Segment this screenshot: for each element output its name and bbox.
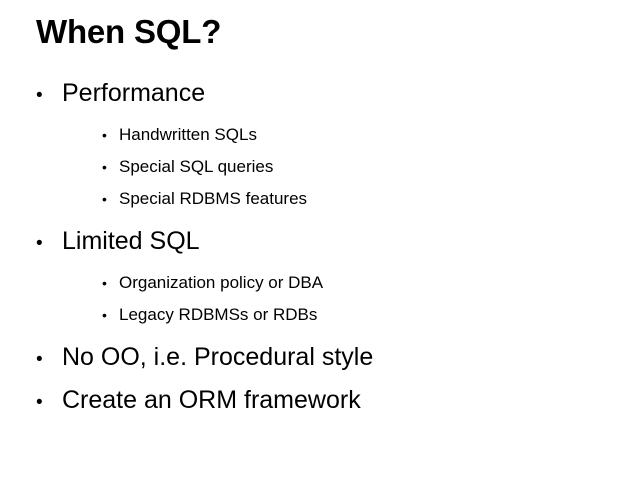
bullet-icon: • (36, 233, 43, 254)
list-item[interactable]: • Limited SQL (0, 224, 638, 261)
list-item-label: Performance (62, 79, 206, 107)
list-item[interactable]: • Organization policy or DBA (0, 267, 638, 299)
list-item[interactable]: • Special SQL queries (0, 151, 638, 183)
list-item[interactable]: • Legacy RDBMSs or RDBs (0, 299, 638, 331)
bullet-icon: • (102, 275, 107, 291)
list-item-label: Special RDBMS features (119, 189, 308, 208)
bullet-icon: • (102, 127, 107, 143)
list-item-label: Handwritten SQLs (119, 125, 257, 144)
bullet-icon: • (36, 85, 43, 106)
list-item[interactable]: • Performance (0, 76, 638, 113)
list-item-label: No OO, i.e. Procedural style (62, 343, 374, 371)
list-item-label: Legacy RDBMSs or RDBs (119, 305, 318, 324)
bullet-icon: • (102, 191, 107, 207)
list-item-label: Limited SQL (62, 227, 200, 255)
list-item[interactable]: • Handwritten SQLs (0, 119, 638, 151)
bullet-icon: • (36, 349, 43, 370)
list-item-label: Organization policy or DBA (119, 273, 324, 292)
list-item[interactable]: • Special RDBMS features (0, 183, 638, 215)
page-title: When SQL? (36, 13, 222, 50)
list-item[interactable]: • No OO, i.e. Procedural style (0, 340, 638, 377)
list-item-label: Create an ORM framework (62, 386, 361, 414)
slide-body-list: • Performance • Handwritten SQLs • Speci… (0, 76, 638, 422)
bullet-icon: • (102, 159, 107, 175)
bullet-icon: • (102, 307, 107, 323)
bullet-icon: • (36, 392, 43, 413)
list-item[interactable]: • Create an ORM framework (0, 383, 638, 420)
list-item-label: Special SQL queries (119, 157, 274, 176)
